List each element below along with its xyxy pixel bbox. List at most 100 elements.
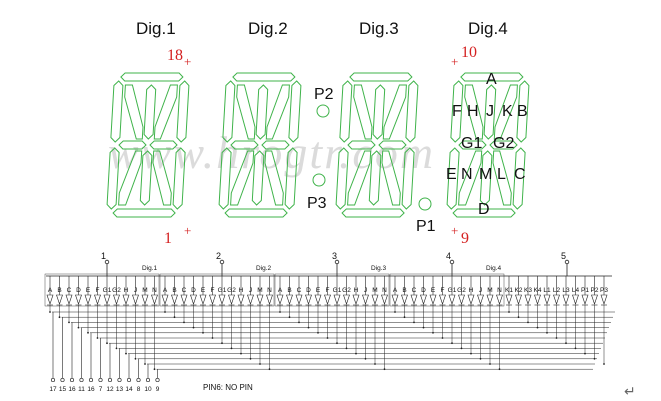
diode-label: K2 — [515, 287, 523, 294]
segment-letter-c: C — [514, 166, 526, 183]
diode-label: L4 — [572, 287, 580, 294]
pin-terminal-icon — [79, 377, 84, 383]
diode-icon — [113, 294, 120, 305]
diode-e: E — [314, 276, 322, 334]
diode-g1: G1 — [333, 276, 342, 345]
diode-icon — [75, 294, 82, 305]
diode-icon — [324, 294, 331, 305]
diode-icon — [161, 294, 169, 305]
diode-icon — [247, 294, 254, 305]
segment-c — [172, 147, 186, 210]
diode-label: F — [211, 287, 215, 294]
diode-label: K3 — [524, 287, 532, 294]
diode-label: H — [354, 287, 359, 294]
common-number-5: 5 — [561, 251, 566, 261]
bottom-pin-number: 16 — [87, 386, 95, 393]
segment-h — [353, 84, 373, 140]
diode-icon — [209, 294, 216, 305]
bottom-pin-number: 13 — [116, 386, 124, 393]
diode-icon — [391, 294, 399, 305]
diode-d: D — [75, 276, 82, 329]
diode-label: J — [249, 287, 252, 294]
diode-label: C — [297, 287, 302, 294]
diode-label: E — [316, 287, 321, 294]
diode-label: N — [267, 287, 272, 294]
segment-b — [405, 80, 419, 143]
diode-g1: G1 — [448, 276, 457, 345]
segment-a — [120, 72, 184, 82]
segment-letter-b: B — [517, 103, 528, 120]
diode-icon — [276, 294, 284, 305]
diode-label: B — [402, 287, 406, 294]
pin-terminal-icon — [60, 377, 65, 383]
diode-icon — [486, 294, 494, 305]
segment-b — [516, 80, 530, 143]
bottom-pin-number: 17 — [49, 386, 57, 393]
segment-b — [176, 80, 190, 143]
diode-icon — [343, 294, 350, 305]
diode-icon — [103, 294, 111, 305]
segment-digits — [106, 72, 530, 218]
diode-d: D — [190, 276, 197, 329]
diode-g1: G1 — [218, 276, 227, 345]
diode-label: L1 — [543, 287, 551, 294]
diode-label: L3 — [562, 287, 570, 294]
digit-group-box — [159, 273, 275, 307]
segment-g1 — [118, 140, 147, 150]
plus-top-right: + — [451, 54, 458, 69]
digit-group-box — [389, 273, 505, 307]
diode-icon — [122, 294, 130, 305]
diode-label: J — [364, 287, 367, 294]
diode-n: N — [151, 276, 158, 371]
segment-n — [118, 150, 143, 206]
diode-f: F — [209, 276, 216, 339]
plus-bottom-right: + — [451, 223, 458, 238]
diode-label: H — [469, 287, 474, 294]
diode-label: E — [201, 287, 206, 294]
digit-group-box — [274, 273, 390, 307]
segment-n — [347, 150, 372, 206]
plus-bottom-left: + — [184, 223, 191, 238]
bottom-pin-number: 15 — [59, 386, 67, 393]
diode-icon — [467, 294, 475, 305]
decimal-point-p1 — [418, 197, 432, 211]
diode-j: J — [247, 276, 254, 360]
segment-e — [335, 147, 349, 210]
diode-label: L2 — [553, 287, 561, 294]
diode-icon — [381, 294, 388, 305]
diode-n: N — [266, 276, 273, 371]
segment-k — [265, 84, 290, 140]
segment-digit-3 — [335, 72, 419, 218]
diode-label: G1 — [333, 287, 342, 294]
schematic-digit-label-3: Dig.3 — [371, 265, 387, 272]
segment-f — [339, 80, 353, 143]
bottom-pin-number: 8 — [137, 386, 141, 393]
diode-label: C — [412, 287, 417, 294]
diode-b: B — [171, 276, 178, 319]
diode-g2: G2 — [227, 276, 236, 350]
label-p2: P2 — [314, 86, 334, 103]
diode-n: N — [496, 276, 503, 371]
diode-icon — [228, 294, 235, 305]
diode-label: G2 — [342, 287, 351, 294]
diode-label: G2 — [227, 287, 236, 294]
segment-g2 — [149, 140, 178, 150]
schematic-digit-label-1: Dig.1 — [142, 265, 158, 272]
segment-letter-g2: G2 — [493, 135, 514, 152]
diode-k3: K3 — [524, 276, 532, 324]
diode-label: C — [67, 287, 72, 294]
diode-icon — [141, 294, 149, 305]
diode-c: C — [410, 276, 418, 324]
segment-letter-d: D — [478, 201, 490, 218]
pin-number-top-left: 18 — [167, 47, 183, 64]
diode-label: H — [239, 287, 244, 294]
segment-f — [110, 80, 124, 143]
common-number-3: 3 — [332, 251, 337, 261]
segment-g1 — [458, 140, 487, 150]
diode-e: E — [84, 276, 92, 334]
diode-n: N — [381, 276, 388, 371]
diode-label: G1 — [218, 287, 227, 294]
digit-title-1: Dig.1 — [136, 19, 176, 38]
diode-label: P3 — [600, 287, 608, 294]
diode-icon — [65, 294, 73, 305]
